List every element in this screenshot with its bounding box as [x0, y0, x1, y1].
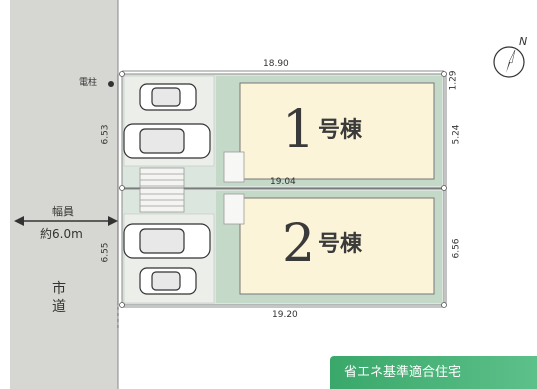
building-1: [239, 82, 435, 180]
boundary-marker: [119, 185, 125, 191]
walkway: [223, 151, 245, 225]
boundary-marker: [441, 71, 447, 77]
dim-lot1-left: 6.53: [100, 124, 111, 145]
road-name-line1: 市: [52, 281, 66, 297]
road-width-arrow: [14, 216, 118, 226]
utility-pole-icon: [108, 81, 114, 87]
dim-lot2-left: 6.55: [100, 242, 111, 263]
utility-pole-label: 電柱: [79, 78, 98, 88]
road-name-line2: 道: [52, 299, 66, 315]
car-icon: [123, 223, 211, 259]
building-2: [239, 197, 435, 295]
road-width-value: 約6.0m: [40, 227, 83, 241]
building-1-number: 1: [282, 100, 316, 160]
boundary-marker: [119, 71, 125, 77]
road-width-label: 幅員: [52, 205, 74, 218]
dim-middle-width: 19.04: [270, 177, 296, 187]
building-2-label: 号棟: [318, 232, 363, 257]
dim-right-top-setback: 1.29: [448, 70, 459, 91]
compass-north-label: N: [519, 35, 528, 48]
dim-top-width: 18.90: [263, 59, 289, 69]
car-icon: [123, 123, 211, 159]
road: [10, 0, 118, 389]
car-icon: [139, 83, 197, 111]
boundary-marker: [441, 185, 447, 191]
entry-steps: [139, 167, 185, 213]
dim-lot2-right: 6.56: [451, 238, 462, 259]
energy-standard-banner: 省エネ基準適合住宅: [330, 356, 537, 389]
dim-bottom-width: 19.20: [272, 310, 298, 320]
car-icon: [139, 267, 197, 295]
building-1-label: 号棟: [318, 118, 363, 143]
boundary-marker: [119, 302, 125, 308]
boundary-marker: [441, 302, 447, 308]
dim-lot1-right: 5.24: [451, 124, 462, 145]
compass-icon: [493, 46, 525, 78]
building-2-number: 2: [282, 214, 316, 274]
